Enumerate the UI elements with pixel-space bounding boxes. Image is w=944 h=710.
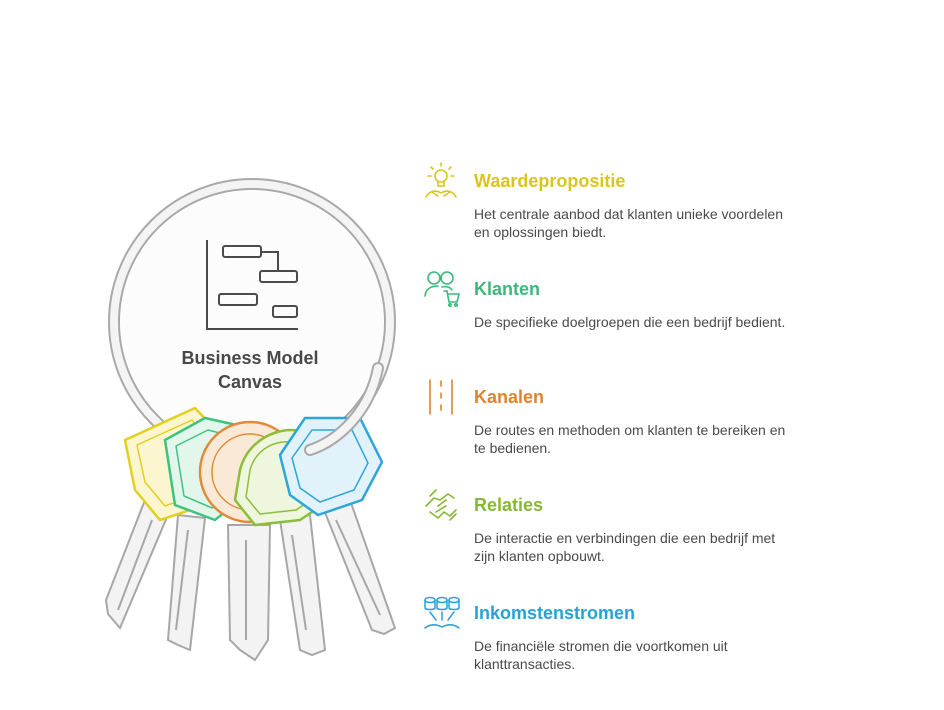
item-description: De financiële stromen die voortkomen uit…	[474, 638, 728, 672]
key-blade-green	[166, 513, 207, 652]
item-title: Relaties	[474, 495, 544, 515]
money-flow-icon	[424, 596, 460, 629]
center-title-line2: Canvas	[217, 372, 283, 392]
item-description: De specifieke doelgroepen die een bedrij…	[474, 314, 786, 330]
item-title: Waardepropositie	[474, 171, 626, 191]
item-description: Het centrale aanbod dat klanten unieke v…	[474, 206, 783, 240]
gantt-chart-icon	[206, 240, 298, 330]
item-title: Kanalen	[474, 387, 545, 407]
ring-inner	[121, 191, 383, 453]
item-description: De interactie en verbindingen die een be…	[474, 530, 776, 564]
key-blade-lime	[278, 513, 327, 657]
road-icon	[429, 379, 453, 415]
lightbulb-hand-icon	[425, 162, 457, 198]
key-blade-blue	[320, 498, 397, 636]
center-title-line1: Business Model	[181, 348, 319, 368]
customers-cart-icon	[424, 271, 461, 307]
key-blades	[104, 498, 397, 662]
key-blade-orange	[226, 524, 272, 662]
center-title: Business Model Canvas	[160, 346, 340, 394]
key-heads	[123, 406, 384, 527]
item-title: Inkomstenstromen	[474, 603, 636, 623]
key-head-blue	[278, 416, 384, 517]
handshake-icon	[425, 489, 457, 521]
item-title: Klanten	[474, 279, 541, 299]
item-description: De routes en methoden om klanten te bere…	[474, 422, 786, 456]
